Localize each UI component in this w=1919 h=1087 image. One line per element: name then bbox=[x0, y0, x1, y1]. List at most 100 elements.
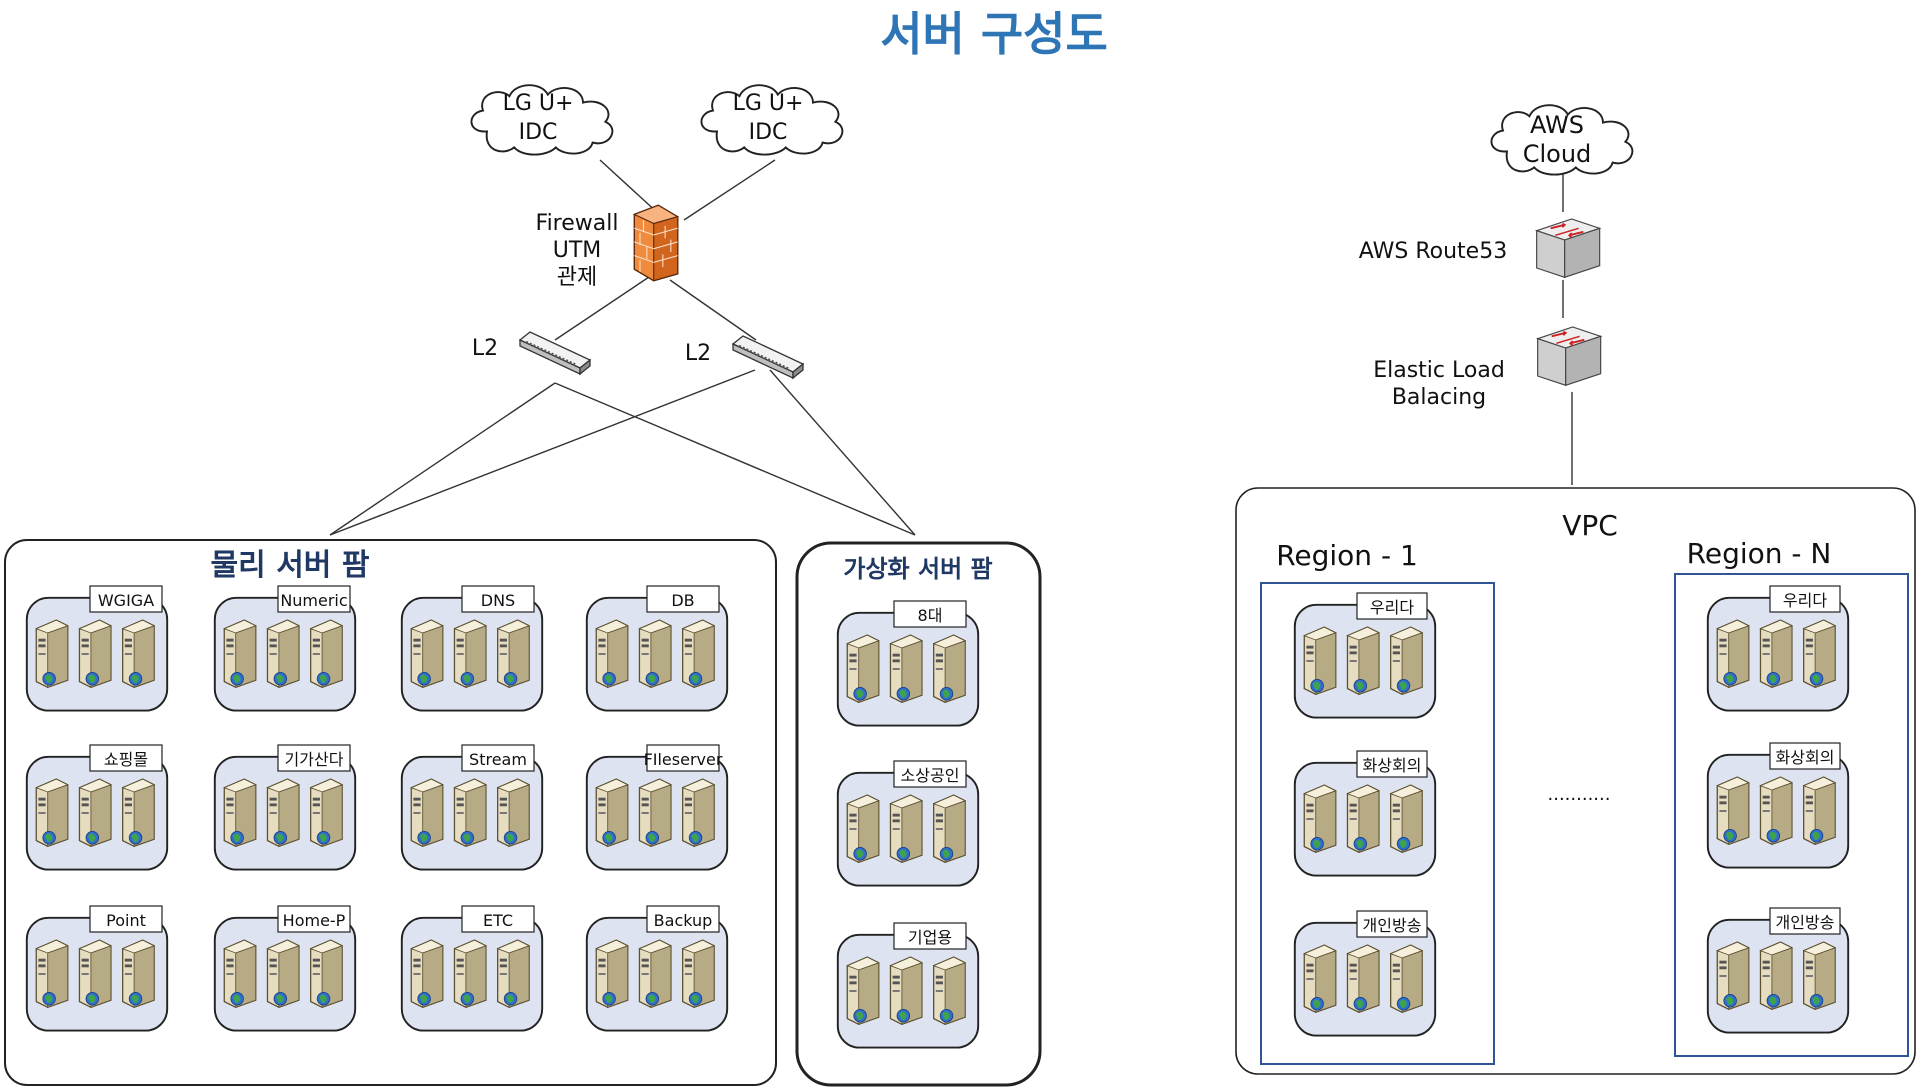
elb-label-line-1: Elastic Load bbox=[1373, 358, 1505, 383]
server-group-tag bbox=[277, 744, 351, 772]
server-group: 8대 bbox=[838, 600, 978, 726]
server-rack-icon bbox=[1708, 920, 1848, 1033]
server-group: 개인방송 bbox=[1295, 910, 1435, 1036]
server-group-tag bbox=[646, 744, 720, 772]
link-idc1-firewall bbox=[599, 159, 661, 216]
firewall-label-line-1: Firewall bbox=[536, 211, 619, 236]
server-group-tag bbox=[893, 922, 967, 950]
cloud-label-line-1: LG U+ bbox=[503, 91, 574, 116]
server-group: 우리다 bbox=[1708, 585, 1848, 711]
cloud-lg-uplus-idc-1: LG U+ IDC bbox=[470, 84, 614, 156]
link-l2-right-virtual bbox=[769, 369, 916, 536]
server-rack-icon bbox=[1295, 763, 1435, 876]
link-l2-left-physical bbox=[329, 382, 556, 536]
cloud-lg-uplus-idc-2: LG U+ IDC bbox=[700, 84, 844, 156]
server-rack-icon bbox=[1295, 605, 1435, 718]
page-title: 서버 구성도 bbox=[880, 7, 1108, 61]
server-group-tag bbox=[461, 744, 535, 772]
server-group-tag bbox=[646, 585, 720, 613]
l2-label: L2 bbox=[472, 336, 498, 361]
cloud-label-line-2: Cloud bbox=[1523, 140, 1592, 168]
server-rack-icon bbox=[587, 757, 727, 870]
server-group-tag bbox=[277, 905, 351, 933]
server-group-label: 우리다 bbox=[1370, 598, 1414, 617]
server-group-tag bbox=[1356, 592, 1428, 620]
link-l2-left-virtual bbox=[554, 382, 916, 536]
server-group: DB bbox=[587, 585, 727, 711]
server-rack-icon bbox=[587, 598, 727, 711]
server-rack-icon bbox=[215, 757, 355, 870]
connection-lines bbox=[329, 159, 1573, 536]
switch-icon bbox=[731, 334, 805, 380]
server-group-label: ETC bbox=[483, 911, 513, 930]
firewall: Firewall UTM 관제 bbox=[536, 204, 679, 290]
server-group-label: Stream bbox=[469, 750, 527, 769]
server-group-label: 소상공인 bbox=[901, 766, 960, 785]
cloud-label-line-1: LG U+ bbox=[733, 91, 804, 116]
server-group-tag bbox=[89, 585, 163, 613]
server-rack-icon bbox=[838, 773, 978, 886]
aws-vpc: VPC Region - 1 Region - N ........... 우리… bbox=[1235, 487, 1916, 1075]
server-group-tag bbox=[893, 760, 967, 788]
server-group: 기업용 bbox=[838, 922, 978, 1048]
cloud-aws: AWS Cloud bbox=[1490, 104, 1634, 176]
aws-elastic-load-balancing: Elastic Load Balacing bbox=[1373, 326, 1602, 410]
server-group: 기가산다 bbox=[215, 744, 355, 870]
route53-label: AWS Route53 bbox=[1359, 239, 1507, 264]
router-icon bbox=[1535, 218, 1601, 279]
server-rack-icon bbox=[587, 918, 727, 1031]
server-rack-icon bbox=[1708, 755, 1848, 868]
server-group-tag bbox=[461, 585, 535, 613]
server-group-tag bbox=[461, 905, 535, 933]
server-group-tag bbox=[89, 744, 163, 772]
server-group-label: 화상회의 bbox=[1776, 748, 1835, 767]
server-group-label: FIleserver bbox=[644, 750, 723, 769]
server-group-label: DB bbox=[671, 591, 694, 610]
elb-label-line-2: Balacing bbox=[1392, 385, 1486, 410]
server-group-label: Point bbox=[106, 911, 146, 930]
server-rack-icon bbox=[27, 757, 167, 870]
server-group: Numeric bbox=[215, 585, 355, 711]
server-rack-icon bbox=[838, 613, 978, 726]
region-n-frame bbox=[1674, 573, 1909, 1057]
switch-icon bbox=[518, 330, 592, 376]
server-rack-icon bbox=[27, 598, 167, 711]
server-group-label: 개인방송 bbox=[1363, 916, 1422, 935]
server-rack-icon bbox=[402, 598, 542, 711]
region-1-frame bbox=[1260, 582, 1495, 1065]
server-group-tag bbox=[646, 905, 720, 933]
router-icon bbox=[1536, 326, 1602, 387]
cloud-label-line-2: IDC bbox=[519, 120, 558, 145]
physical-farm-title: 물리 서버 팜 bbox=[211, 548, 370, 583]
server-rack-icon bbox=[1708, 598, 1848, 711]
server-group: 우리다 bbox=[1295, 592, 1435, 718]
server-group-label: 개인방송 bbox=[1776, 913, 1835, 932]
l2-switch-right: L2 bbox=[685, 334, 805, 380]
server-group-label: 쇼핑몰 bbox=[104, 750, 148, 769]
region-n-label: Region - N bbox=[1687, 537, 1832, 570]
server-rack-icon bbox=[838, 935, 978, 1048]
server-group-label: 우리다 bbox=[1783, 591, 1827, 610]
cloud-label-line-1: AWS bbox=[1530, 111, 1584, 139]
server-group-tag bbox=[1769, 742, 1841, 770]
server-group: 화상회의 bbox=[1295, 750, 1435, 876]
server-group-tag bbox=[893, 600, 967, 628]
server-group-label: Numeric bbox=[280, 591, 347, 610]
server-group-label: 기업용 bbox=[908, 928, 952, 947]
server-group: 화상회의 bbox=[1708, 742, 1848, 868]
server-group-label: 화상회의 bbox=[1363, 756, 1422, 775]
server-group-tag bbox=[1769, 907, 1841, 935]
server-group-label: DNS bbox=[481, 591, 515, 610]
server-rack-icon bbox=[402, 757, 542, 870]
server-group-label: 기가산다 bbox=[285, 750, 344, 769]
server-group-label: 8대 bbox=[918, 606, 943, 625]
link-firewall-l2-left bbox=[554, 274, 653, 341]
server-group-tag bbox=[1769, 585, 1841, 613]
server-group-label: Home-P bbox=[283, 911, 346, 930]
server-rack-icon bbox=[215, 918, 355, 1031]
server-group-tag bbox=[277, 585, 351, 613]
firewall-label-line-3: 관제 bbox=[557, 265, 597, 290]
server-group-label: WGIGA bbox=[98, 591, 154, 610]
server-rack-icon bbox=[1295, 923, 1435, 1036]
